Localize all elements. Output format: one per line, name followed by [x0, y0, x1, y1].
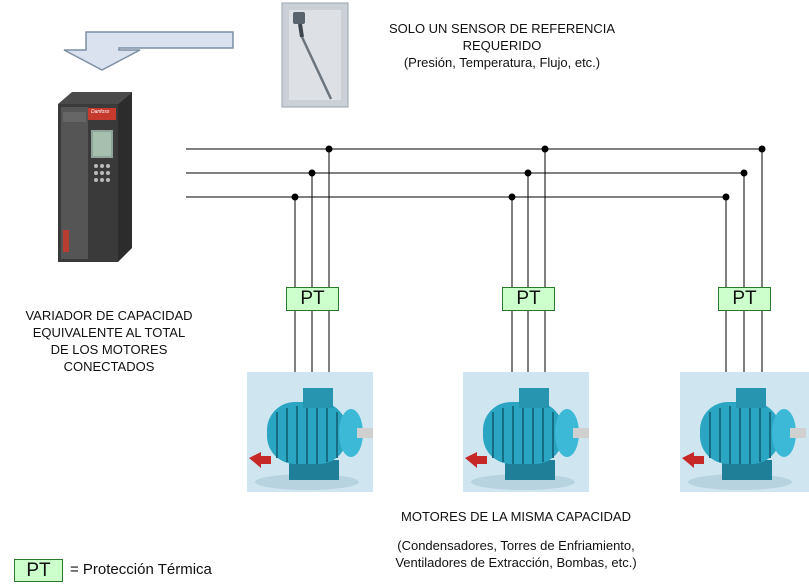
legend-pt-box: PT: [14, 559, 63, 582]
pt-box-2-label: PT: [516, 288, 541, 309]
bus-lines: [186, 148, 763, 372]
sensor-photo: [281, 2, 349, 108]
legend-text: = Protección Térmica: [70, 561, 212, 578]
motor-image-1: [247, 372, 373, 492]
pt-box-3: PT: [718, 287, 771, 311]
drive-caption: VARIADOR DE CAPACIDAD EQUIVALENTE AL TOT…: [0, 307, 218, 375]
motors-caption-line2: Ventiladores de Extracción, Bombas, etc.…: [395, 555, 637, 570]
pt-box-2: PT: [502, 287, 555, 311]
sensor-caption-line3: (Presión, Temperatura, Flujo, etc.): [403, 55, 601, 70]
drive-caption-line1: VARIADOR DE CAPACIDAD: [25, 308, 193, 323]
legend-pt-label: PT: [26, 560, 51, 581]
drive-image: [58, 92, 132, 262]
sensor-caption-line2: REQUERIDO: [462, 38, 542, 53]
motors-caption-line1: (Condensadores, Torres de Enfriamiento,: [397, 538, 635, 553]
drive-logo: Danfoss: [91, 109, 110, 115]
signal-arrow: [63, 31, 234, 71]
pt-box-3-label: PT: [732, 288, 757, 309]
pt-box-1: PT: [286, 287, 339, 311]
motors-caption-details: (Condensadores, Torres de Enfriamiento, …: [356, 537, 676, 571]
drive-caption-line3: DE LOS MOTORES: [50, 342, 168, 357]
motors-caption-title: MOTORES DE LA MISMA CAPACIDAD: [401, 509, 631, 524]
junction-dots: [291, 145, 766, 201]
pt-box-1-label: PT: [300, 288, 325, 309]
drive-caption-line2: EQUIVALENTE AL TOTAL: [32, 325, 186, 340]
sensor-caption-line1: SOLO UN SENSOR DE REFERENCIA: [388, 21, 616, 36]
motor-image-2: [463, 372, 589, 492]
motor-image-3: [680, 372, 809, 492]
sensor-caption: SOLO UN SENSOR DE REFERENCIA REQUERIDO (…: [352, 20, 652, 71]
drive-caption-line4: CONECTADOS: [63, 359, 155, 374]
